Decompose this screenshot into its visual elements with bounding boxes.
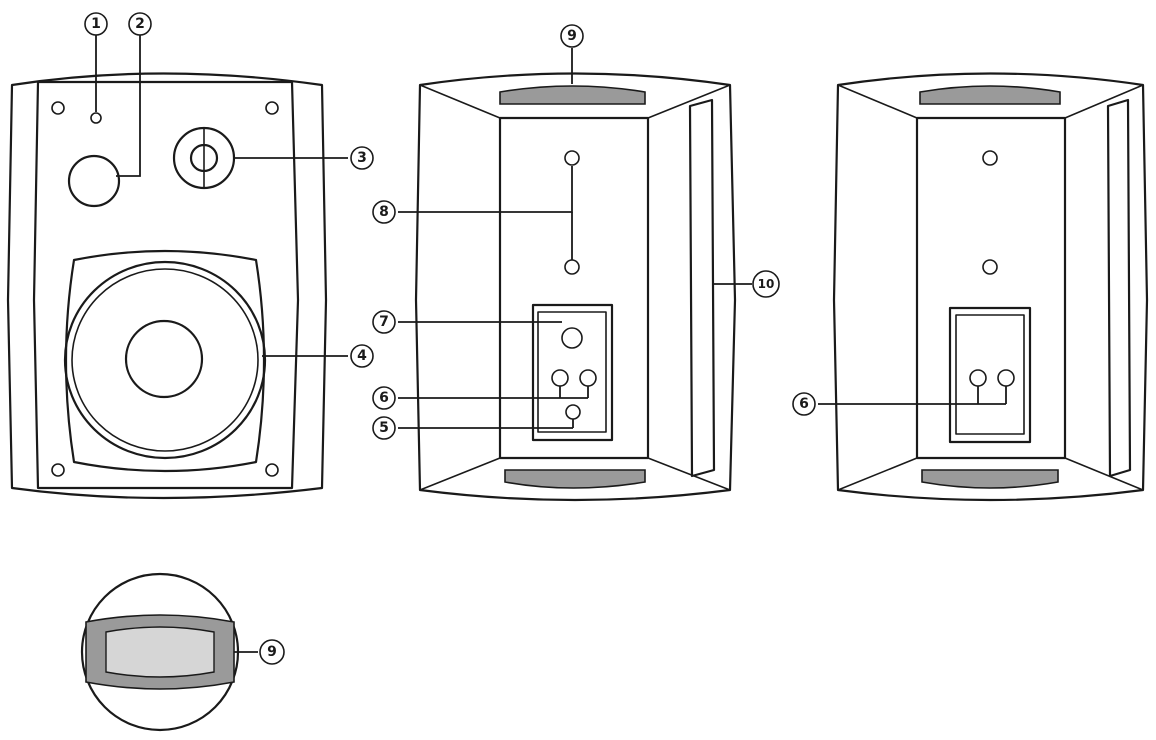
callout-6b: 6 <box>792 392 816 416</box>
top-handle <box>499 85 646 105</box>
callout-5-label: 5 <box>379 420 389 436</box>
leader-2 <box>116 34 141 177</box>
back-view <box>414 72 737 502</box>
indicator-led <box>90 112 102 124</box>
callout-3: 3 <box>350 146 374 170</box>
passive-terminal-plate <box>948 306 1032 444</box>
callout-9-label: 9 <box>567 28 577 44</box>
passive-bottom-handle <box>921 469 1059 489</box>
passive-bevel-tr <box>1064 84 1144 119</box>
back-panel <box>498 116 650 460</box>
callout-5: 5 <box>372 416 396 440</box>
ir-receiver <box>67 154 121 208</box>
woofer-surround <box>63 260 267 460</box>
screw-top-right <box>265 101 279 115</box>
callout-7: 7 <box>372 310 396 334</box>
back-cabinet-outline <box>414 72 737 502</box>
binding-post-right <box>579 369 597 387</box>
callout-10-label: 10 <box>758 277 775 291</box>
passive-top-handle <box>919 85 1061 105</box>
callout-9b-label: 9 <box>267 644 277 660</box>
passive-terminal-recess <box>955 314 1025 435</box>
passive-mounting-bracket <box>1106 98 1132 478</box>
woofer-dust-cap <box>124 319 204 399</box>
callout-8: 8 <box>372 200 396 224</box>
passive-keyhole-lower <box>982 259 998 275</box>
passive-binding-post-right <box>997 369 1015 387</box>
volume-knob <box>565 404 581 420</box>
back-bevel-bl <box>419 457 501 491</box>
back-view-passive <box>832 72 1149 502</box>
back-bevel-tr <box>647 84 731 119</box>
passive-back-panel <box>915 116 1067 460</box>
screw-bottom-right <box>265 463 279 477</box>
callout-8-label: 8 <box>379 204 389 220</box>
terminal-plate <box>531 303 614 442</box>
callout-7-label: 7 <box>379 314 389 330</box>
bottom-handle <box>504 469 646 489</box>
callout-10: 10 <box>752 270 780 298</box>
power-jack <box>561 327 583 349</box>
callout-4-label: 4 <box>357 348 367 364</box>
passive-cabinet-outline <box>832 72 1149 502</box>
passive-keyhole-upper <box>982 150 998 166</box>
callout-6: 6 <box>372 386 396 410</box>
handle-detail <box>80 572 240 732</box>
passive-binding-post-left <box>969 369 987 387</box>
callout-1-label: 1 <box>91 16 101 32</box>
passive-bevel-tl <box>837 84 918 119</box>
front-cabinet-outline <box>6 72 328 500</box>
callout-6b-label: 6 <box>799 396 809 412</box>
callout-2: 2 <box>128 12 152 36</box>
passive-bevel-br <box>1064 457 1144 491</box>
binding-post-left <box>551 369 569 387</box>
terminal-recess <box>537 311 607 433</box>
callout-9b: 9 <box>259 639 285 665</box>
front-baffle <box>32 80 300 490</box>
callout-markers: 1 2 3 4 9 8 7 6 <box>84 12 816 665</box>
keyhole-lower <box>564 259 580 275</box>
screw-bottom-left <box>51 463 65 477</box>
passive-bevel-bl <box>837 457 918 491</box>
leader-lines <box>95 34 1007 653</box>
woofer-frame <box>64 249 266 473</box>
callout-2-label: 2 <box>135 16 145 32</box>
front-view <box>6 72 328 500</box>
screw-top-left <box>51 101 65 115</box>
callout-4: 4 <box>350 344 374 368</box>
woofer-cone <box>71 268 259 452</box>
callout-6-label: 6 <box>379 390 389 406</box>
detail-handle-grip <box>105 626 215 678</box>
keyhole-upper <box>564 150 580 166</box>
back-bevel-tl <box>419 84 501 119</box>
mounting-bracket <box>688 98 716 478</box>
callout-9: 9 <box>560 24 584 48</box>
callout-1: 1 <box>84 12 108 36</box>
leader-8 <box>398 166 573 213</box>
back-bevel-br <box>647 457 731 491</box>
callout-3-label: 3 <box>357 150 367 166</box>
